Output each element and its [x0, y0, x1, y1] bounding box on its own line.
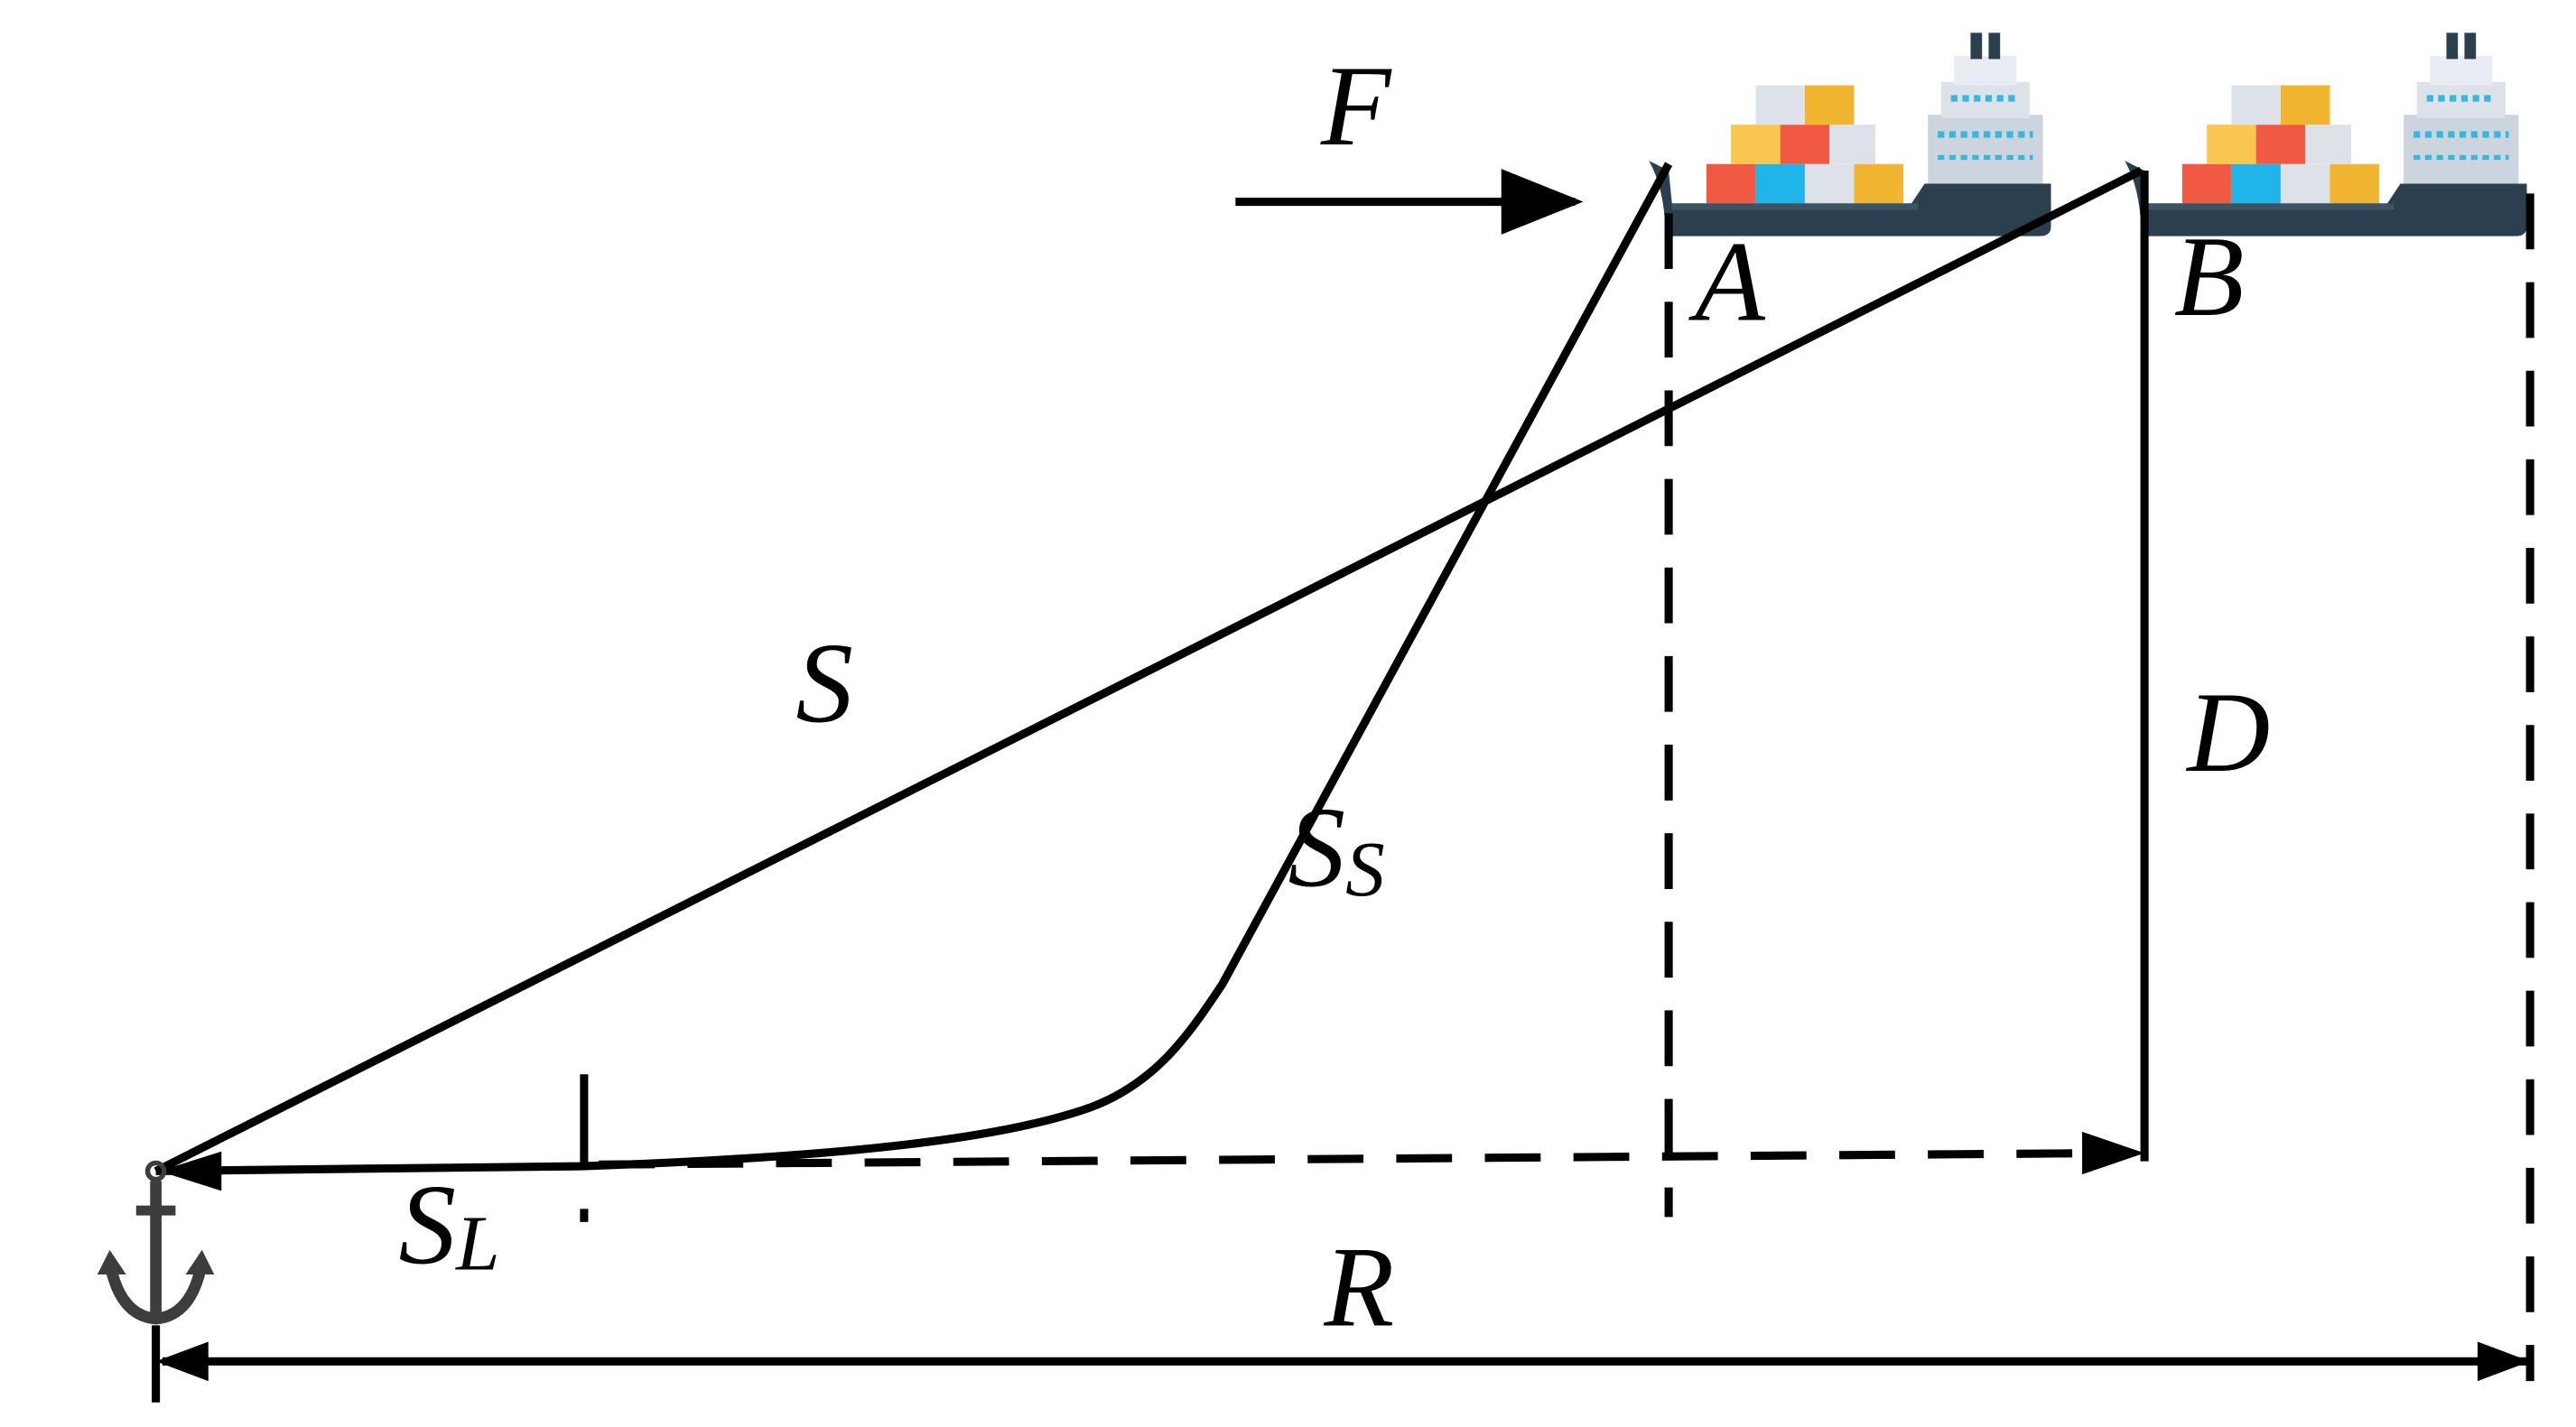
- arrow-head-b: [2082, 1131, 2145, 1175]
- radius-arrow-left: [155, 1341, 209, 1382]
- depth-label: D: [2185, 669, 2270, 796]
- position-a-label: A: [1688, 218, 1766, 345]
- sagging-line-main: S: [1288, 783, 1346, 911]
- radius-arrow-right: [2478, 1341, 2531, 1382]
- sagging-line-label: SS: [1288, 783, 1385, 913]
- bottom-line-main: S: [399, 1161, 457, 1288]
- force-label: F: [1320, 42, 1392, 170]
- arrow-head-anchor: [159, 1151, 222, 1191]
- ship-b-icon: [2125, 32, 2526, 236]
- ship-a-icon: [1649, 32, 2051, 236]
- bottom-line-label: SL: [399, 1161, 500, 1288]
- straight-line-label: S: [795, 620, 853, 747]
- sagging-line-sub: S: [1345, 825, 1385, 913]
- bottom-line-sub: L: [454, 1200, 500, 1287]
- horizontal-dashed-to-b: [599, 1148, 2109, 1169]
- radius-label: R: [1323, 1223, 1394, 1350]
- catenary-mooring-line: [155, 162, 1673, 1176]
- position-b-label: B: [2174, 213, 2245, 340]
- straight-mooring-line: [153, 166, 2144, 1175]
- anchor-icon: [97, 1160, 215, 1325]
